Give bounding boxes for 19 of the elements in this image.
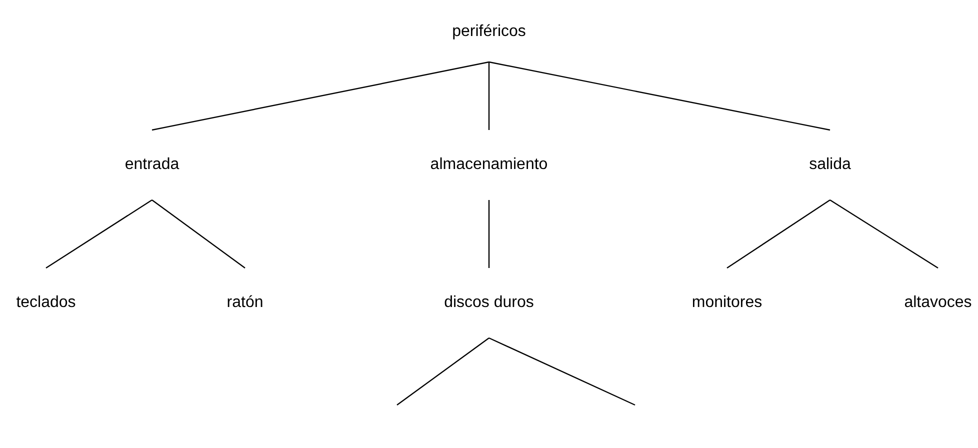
category-label: discos duros (434, 268, 544, 338)
connector-line (152, 200, 246, 268)
connector-line (488, 62, 490, 130)
category-label: teclados (6, 268, 86, 338)
connector-line (396, 338, 490, 406)
category-label: almacenamiento (419, 130, 559, 200)
connector-line (830, 200, 938, 268)
category-label: altavoces (900, 268, 976, 338)
category-label: salida (795, 130, 865, 200)
category-label: entrada (112, 130, 192, 200)
connector-line (46, 200, 152, 268)
connector-line (152, 61, 490, 131)
connector-line (488, 200, 490, 268)
category-label: monitores (682, 268, 772, 338)
connector-line (488, 337, 636, 406)
connector-line (726, 200, 830, 268)
connector-line (488, 61, 830, 131)
category-label: ratón (215, 268, 275, 338)
category-label: periféricos (434, 2, 544, 62)
